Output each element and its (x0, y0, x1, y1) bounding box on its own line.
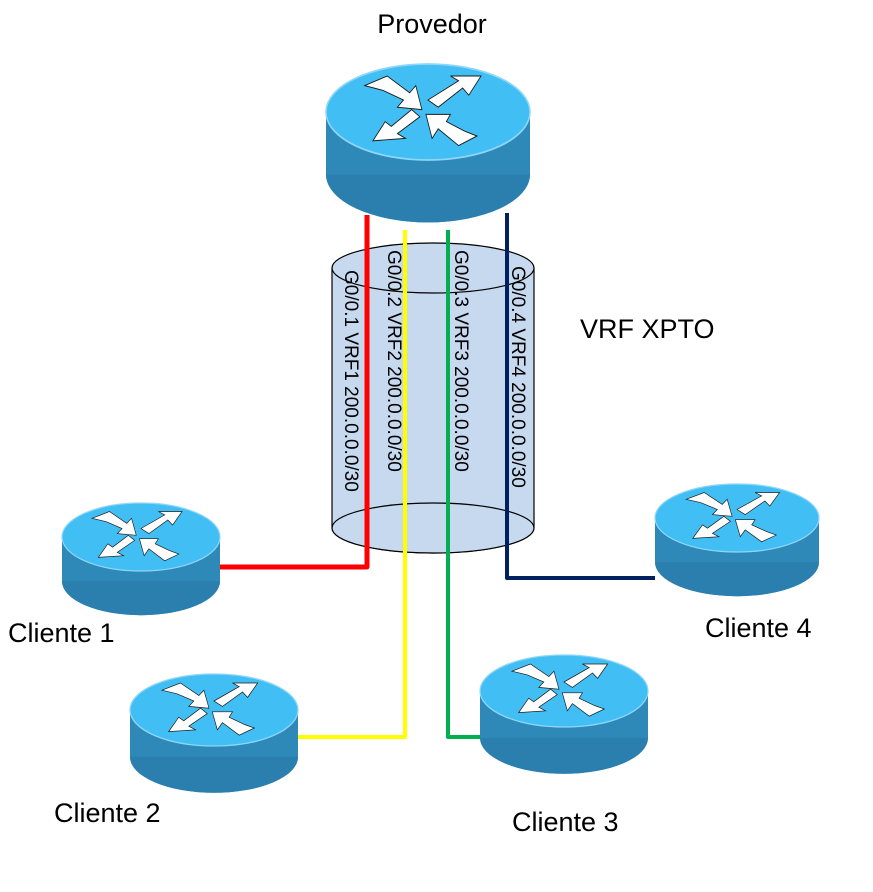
link-vrf1[interactable] (220, 215, 370, 570)
tunnel-bottom-rim (331, 502, 535, 554)
links (220, 213, 655, 739)
client-label-3: Cliente 3 (512, 807, 619, 837)
client-label-4: Cliente 4 (705, 613, 812, 643)
provider-label: Provedor (377, 9, 487, 39)
link-label-vrf3: G0/0.3 VRF3 200.0.0.0/30 (450, 250, 471, 472)
router-icon (654, 483, 820, 597)
router-icon (325, 63, 531, 224)
client-label-1: Cliente 1 (8, 618, 115, 648)
router-cliente-2[interactable] (129, 673, 299, 794)
router-icon (479, 654, 649, 775)
router-icon (61, 502, 221, 616)
client-label-2: Cliente 2 (54, 798, 161, 828)
link-label-vrf2: G0/0.2 VRF2 200.0.0.0/30 (383, 250, 404, 472)
router-icon (129, 673, 299, 794)
link-label-vrf4: G0/0.4 VRF4 200.0.0.0/30 (507, 266, 528, 488)
router-provider[interactable] (325, 63, 531, 224)
link-vrf2[interactable] (298, 230, 407, 739)
link-vrf3[interactable] (446, 230, 485, 739)
vrf-label: VRF XPTO (580, 314, 715, 344)
vrf-tunnel (331, 242, 535, 554)
router-cliente-4[interactable] (654, 483, 820, 597)
link-labels: G0/0.1 VRF1 200.0.0.0/30 G0/0.2 VRF2 200… (340, 250, 528, 492)
tunnel-top-rim (331, 242, 535, 294)
router-cliente-1[interactable] (61, 502, 221, 616)
router-cliente-3[interactable] (479, 654, 649, 775)
link-label-vrf1: G0/0.1 VRF1 200.0.0.0/30 (340, 270, 361, 492)
link-vrf4[interactable] (505, 213, 655, 580)
